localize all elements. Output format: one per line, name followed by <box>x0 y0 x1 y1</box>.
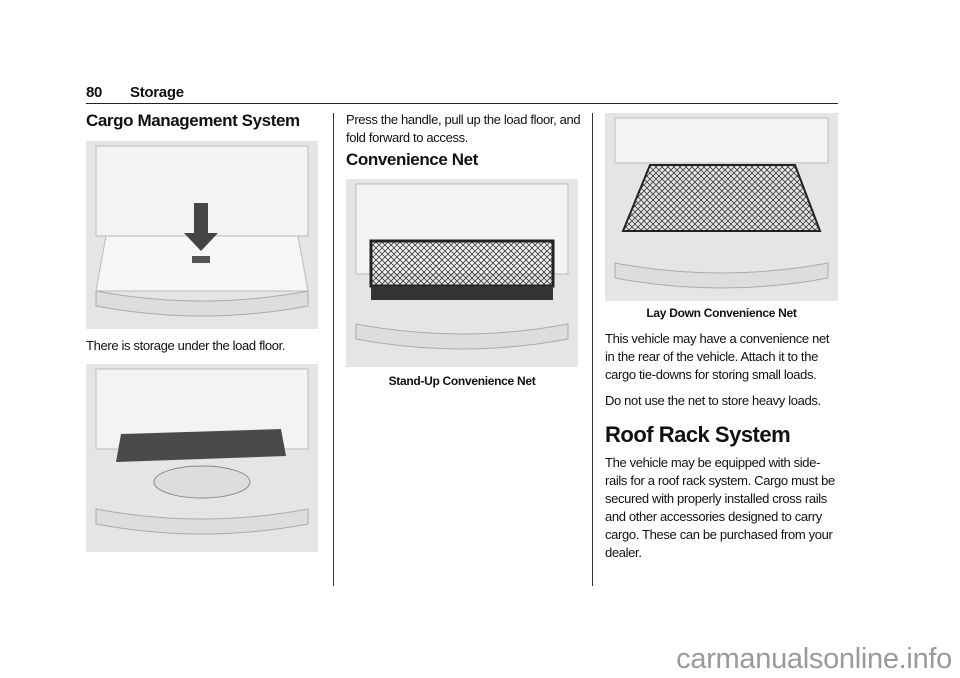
access-text: Press the handle, pull up the load floor… <box>346 112 581 145</box>
load-floor-raised-image <box>86 364 318 552</box>
lay-down-net-caption: Lay Down Convenience Net <box>646 306 797 320</box>
watermark: carmanualsonline.info <box>676 643 952 675</box>
page-number: 80 <box>86 84 103 101</box>
storage-text: There is storage under the load floor. <box>86 338 286 353</box>
cargo-floor-handle-image <box>86 141 318 329</box>
column-divider <box>333 113 334 586</box>
section-title: Storage <box>130 84 184 101</box>
roof-rack-heading: Roof Rack System <box>605 422 791 447</box>
net-warning-text: Do not use the net to store heavy loads. <box>605 393 821 408</box>
stand-up-net-image <box>346 179 578 367</box>
header-rule <box>86 103 838 104</box>
roof-rack-text: The vehicle may be equipped with side-ra… <box>605 455 835 560</box>
column-3-text: This vehicle may have a convenience net … <box>605 330 841 562</box>
column-divider <box>592 113 593 586</box>
stand-up-net-caption: Stand-Up Convenience Net <box>388 374 536 388</box>
cargo-management-heading: Cargo Management System <box>86 111 300 130</box>
convenience-net-heading: Convenience Net <box>346 150 478 169</box>
lay-down-net-image <box>605 113 838 301</box>
net-description-text: This vehicle may have a convenience net … <box>605 331 830 382</box>
